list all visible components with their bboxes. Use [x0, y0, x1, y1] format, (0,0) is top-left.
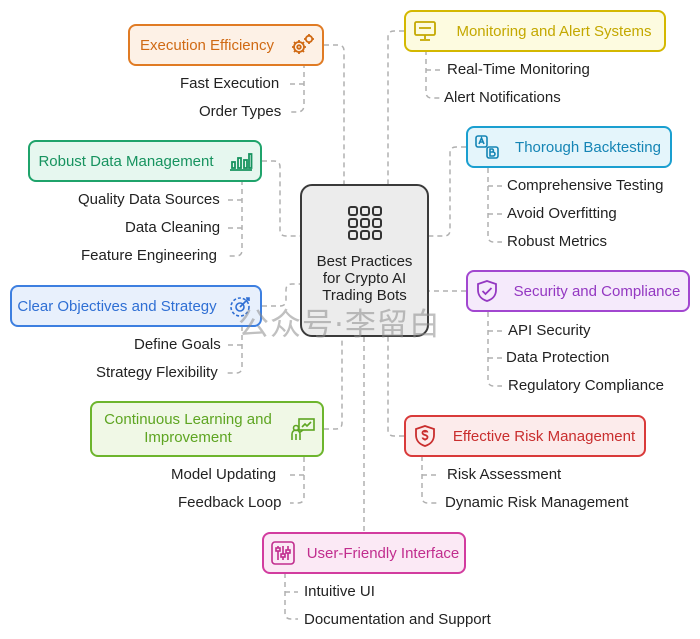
- item-dynamic-risk-management: Dynamic Risk Management: [445, 494, 629, 511]
- node-label: Monitoring and Alert Systems: [456, 22, 652, 40]
- node-robust-data-management: Robust Data Management: [28, 140, 262, 182]
- item-real-time-monitoring: Real-Time Monitoring: [447, 61, 590, 78]
- node-label: Clear Objectives and Strategy: [17, 297, 217, 315]
- node-label: User-Friendly Interface: [306, 544, 460, 562]
- target-icon: [230, 297, 250, 317]
- node-effective-risk-management: Effective Risk Management: [404, 415, 646, 457]
- gears-icon: [292, 34, 314, 54]
- item-robust-metrics: Robust Metrics: [507, 233, 608, 250]
- node-label: Effective Risk Management: [452, 427, 636, 445]
- node-security-compliance: Security and Compliance: [466, 270, 690, 312]
- node-clear-objectives-strategy: Clear Objectives and Strategy: [10, 285, 262, 327]
- node-label: Execution Efficiency: [140, 36, 274, 54]
- item-order-types: Order Types: [199, 103, 282, 120]
- item-avoid-overfitting: Avoid Overfitting: [507, 205, 617, 222]
- item-model-updating: Model Updating: [171, 466, 277, 483]
- item-regulatory-compliance: Regulatory Compliance: [508, 377, 664, 394]
- item-feature-engineering: Feature Engineering: [81, 247, 217, 264]
- node-execution-efficiency: Execution Efficiency: [128, 24, 324, 66]
- item-quality-data-sources: Quality Data Sources: [78, 191, 220, 208]
- shield-dollar-icon: [415, 425, 435, 447]
- item-documentation-support: Documentation and Support: [304, 611, 491, 628]
- item-risk-assessment: Risk Assessment: [447, 466, 562, 483]
- item-data-protection: Data Protection: [506, 349, 610, 366]
- teacher-board-icon: [291, 418, 315, 440]
- bar-chart-icon: [230, 153, 253, 171]
- monitor-icon: [414, 21, 436, 41]
- item-strategy-flexibility: Strategy Flexibility: [96, 364, 218, 381]
- node-label: Security and Compliance: [513, 282, 681, 300]
- node-label: Thorough Backtesting: [515, 138, 661, 156]
- item-define-goals: Define Goals: [134, 336, 221, 353]
- item-comprehensive-testing: Comprehensive Testing: [507, 177, 664, 194]
- shield-check-icon: [477, 280, 497, 302]
- center-topic: Best Practices for Crypto AI Trading Bot…: [300, 184, 429, 337]
- item-data-cleaning: Data Cleaning: [125, 219, 221, 236]
- item-feedback-loop: Feedback Loop: [178, 494, 282, 511]
- item-intuitive-ui: Intuitive UI: [304, 583, 375, 600]
- sliders-icon: [271, 541, 295, 565]
- ab-test-icon: [475, 135, 499, 159]
- watermark-text: 公众号·李留白: [238, 307, 441, 343]
- center-title: Best Practices for Crypto AI Trading Bot…: [316, 253, 413, 304]
- node-label: Continuous Learning and Improvement: [104, 411, 272, 446]
- node-monitoring-alert-systems: Monitoring and Alert Systems: [404, 10, 666, 52]
- item-api-security: API Security: [508, 322, 591, 339]
- node-label: Robust Data Management: [38, 152, 214, 170]
- node-user-friendly-interface: User-Friendly Interface: [262, 532, 466, 574]
- node-continuous-learning: Continuous Learning and Improvement: [90, 401, 324, 457]
- item-fast-execution: Fast Execution: [180, 75, 280, 92]
- chip-icon: [347, 206, 382, 240]
- node-thorough-backtesting: Thorough Backtesting: [466, 126, 672, 168]
- item-alert-notifications: Alert Notifications: [444, 89, 561, 106]
